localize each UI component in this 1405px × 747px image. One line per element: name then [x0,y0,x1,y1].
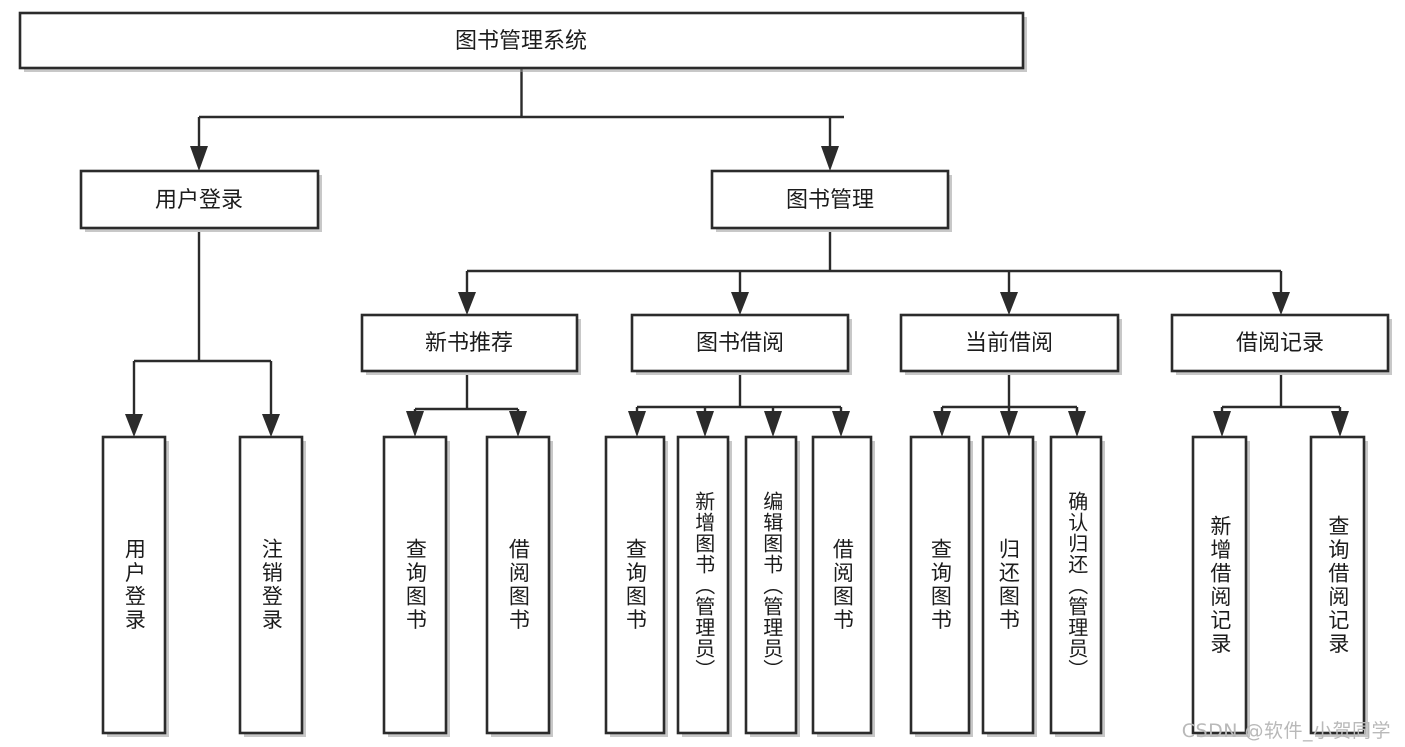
edges-book-manage-to-level2 [458,232,1290,315]
arrowhead-leaf-borrow-book-2 [832,411,850,437]
node-root[interactable]: 图书管理系统 [18,11,1027,72]
node-user-login[interactable]: 用户登录 [79,169,322,232]
arrowhead-leaf-edit-book [764,411,782,437]
leaf-logout-rect[interactable] [238,435,304,735]
leaf-add-book-rect[interactable] [676,435,730,735]
arrowhead-leaf-borrow-book-1 [509,411,527,437]
node-current-borrow[interactable]: 当前借阅 [899,313,1122,375]
current-borrow-rect[interactable] [899,313,1120,373]
arrowhead-leaf-logout [262,414,280,437]
leaf-query-book-3-rect[interactable] [909,435,971,735]
leaf-add-record-rect[interactable] [1191,435,1248,735]
new-book-rec-label: 新书推荐 [425,331,513,356]
arrowhead-leaf-add-book [696,411,714,437]
arrowhead-current-borrow [1000,292,1018,315]
leaf-borrow-book-1-rect[interactable] [485,435,551,735]
new-book-rec-rect[interactable] [360,313,579,373]
node-new-book-rec[interactable]: 新书推荐 [360,313,581,375]
edges-book-borrow-to-leaves [628,375,850,437]
node-book-borrow[interactable]: 图书借阅 [630,313,852,375]
node-borrow-record[interactable]: 借阅记录 [1170,313,1392,375]
arrowhead-user-login [190,146,208,171]
user-login-label: 用户登录 [155,188,243,213]
leaf-boxes [101,435,1368,737]
borrow-record-label: 借阅记录 [1236,331,1324,356]
arrowhead-leaf-add-record [1213,411,1231,437]
arrowhead-book-borrow [731,292,749,315]
edges-user-login-to-leaves [125,232,280,437]
arrowhead-leaf-query-record [1331,411,1349,437]
borrow-record-rect[interactable] [1170,313,1390,373]
arrowhead-book-manage [821,146,839,171]
arrowhead-leaf-confirm-return [1068,411,1086,437]
leaf-query-book-1-rect[interactable] [382,435,448,735]
book-manage-rect[interactable] [710,169,950,230]
current-borrow-label: 当前借阅 [965,331,1053,356]
leaf-user-login-rect[interactable] [101,435,167,735]
csdn-watermark: CSDN @软件_小贺同学 [1181,720,1391,742]
arrowhead-leaf-query-book-2 [628,411,646,437]
arrowhead-leaf-query-book-3 [933,411,951,437]
arrowhead-leaf-user-login [125,414,143,437]
root-rect[interactable] [18,11,1025,70]
edges-root-to-level1 [190,68,844,171]
leaf-confirm-return-rect[interactable] [1049,435,1103,735]
root-label: 图书管理系统 [455,29,587,54]
edges-current-borrow-to-leaves [933,375,1086,437]
book-borrow-rect[interactable] [630,313,850,373]
edges-borrow-record-to-leaves [1213,375,1349,437]
arrowhead-leaf-return-book [1000,411,1018,437]
book-manage-label: 图书管理 [786,188,874,213]
leaf-borrow-book-2-rect[interactable] [811,435,873,735]
leaf-query-record-rect[interactable] [1309,435,1366,735]
arrowhead-borrow-record [1272,292,1290,315]
leaf-edit-book-rect[interactable] [744,435,798,735]
arrowhead-leaf-query-book-1 [406,411,424,437]
book-borrow-label: 图书借阅 [696,331,784,356]
edges-new-book-rec-to-leaves [406,375,527,437]
arrowhead-new-book-rec [458,292,476,315]
leaf-return-book-rect[interactable] [981,435,1035,735]
leaf-query-book-2-rect[interactable] [604,435,666,735]
node-book-manage[interactable]: 图书管理 [710,169,952,232]
user-login-rect[interactable] [79,169,320,230]
